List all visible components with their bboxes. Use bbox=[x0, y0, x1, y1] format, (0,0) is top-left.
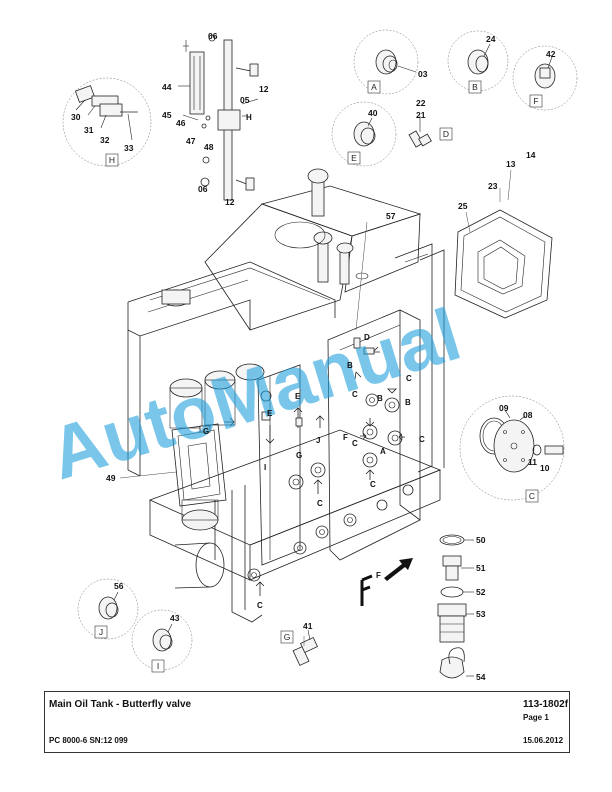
flag-a: A bbox=[380, 447, 386, 456]
callout-54: 54 bbox=[476, 672, 486, 682]
flag-g-1: G bbox=[203, 427, 209, 436]
drawing-date: 15.06.2012 bbox=[523, 736, 564, 745]
detail-g-fitting bbox=[292, 629, 318, 666]
flag-f-view: F bbox=[376, 571, 381, 580]
callout-45: 45 bbox=[162, 110, 172, 120]
flag-c-7: C bbox=[352, 439, 358, 448]
callout-11: 11 bbox=[528, 457, 537, 467]
detail-label-c: C bbox=[529, 491, 535, 501]
page-number: Page 1 bbox=[523, 713, 549, 722]
location-flags: D B C C B B F C A C E E G G J I C C H C … bbox=[203, 113, 425, 610]
callout-43: 43 bbox=[170, 613, 180, 623]
flag-b-3: B bbox=[405, 398, 411, 407]
callout-52: 52 bbox=[476, 587, 486, 597]
callout-23: 23 bbox=[488, 181, 498, 191]
callout-42: 42 bbox=[546, 49, 556, 59]
title-block: Main Oil Tank - Butterfly valve 113-1802… bbox=[44, 691, 570, 753]
flag-c-2: C bbox=[352, 390, 358, 399]
flag-c-6: C bbox=[257, 601, 263, 610]
flag-h: H bbox=[246, 113, 252, 122]
detail-j-plug bbox=[77, 578, 139, 640]
callout-14: 14 bbox=[526, 150, 536, 160]
flag-e-1: E bbox=[295, 392, 301, 401]
detail-label-b: B bbox=[472, 82, 478, 92]
callout-40: 40 bbox=[368, 108, 378, 118]
flag-j: J bbox=[316, 436, 320, 445]
callout-31: 31 bbox=[84, 125, 94, 135]
callout-24: 24 bbox=[486, 34, 496, 44]
detail-label-f: F bbox=[533, 96, 538, 106]
callout-13: 13 bbox=[506, 159, 516, 169]
callout-53: 53 bbox=[476, 609, 486, 619]
callout-33: 33 bbox=[124, 143, 134, 153]
callout-56: 56 bbox=[114, 581, 124, 591]
flag-c-1: C bbox=[406, 374, 412, 383]
detail-label-h: H bbox=[109, 155, 115, 165]
oil-tank-frame bbox=[127, 168, 445, 623]
machine-model: PC 8000-6 SN:12 099 bbox=[49, 736, 128, 745]
detail-h-sight-glass bbox=[62, 77, 152, 167]
document-number: 113-1802f bbox=[523, 699, 569, 710]
sight-glass-assembly bbox=[178, 34, 259, 201]
callout-25: 25 bbox=[458, 201, 468, 211]
flag-f: F bbox=[343, 433, 348, 442]
leader-lines bbox=[119, 169, 512, 646]
callout-06-bottom: 06 bbox=[198, 184, 208, 194]
callout-08: 08 bbox=[523, 410, 533, 420]
callout-49: 49 bbox=[106, 473, 116, 483]
callout-22: 22 bbox=[416, 98, 426, 108]
callout-32: 32 bbox=[100, 135, 110, 145]
detail-label-d: D bbox=[443, 129, 449, 139]
callout-12-top: 12 bbox=[259, 84, 269, 94]
view-direction-f bbox=[360, 558, 413, 606]
callout-21: 21 bbox=[416, 110, 426, 120]
detail-label-j: J bbox=[99, 627, 103, 637]
flange-set bbox=[247, 390, 414, 582]
detail-label-boxes: H A B F E D C J I G bbox=[94, 80, 543, 673]
callout-50: 50 bbox=[476, 535, 486, 545]
detail-label-e: E bbox=[351, 153, 357, 163]
callout-51: 51 bbox=[476, 563, 486, 573]
callout-47: 47 bbox=[186, 136, 196, 146]
callout-44: 44 bbox=[162, 82, 172, 92]
flag-c-4: C bbox=[370, 480, 376, 489]
callout-03: 03 bbox=[418, 69, 428, 79]
flag-i: I bbox=[264, 463, 266, 472]
valve-actuators bbox=[199, 337, 375, 433]
detail-e-plug bbox=[331, 101, 397, 167]
exploded-parts-drawing: AutoManual H A B F E D C J I G 06 44 05 … bbox=[40, 29, 578, 682]
inspection-cover-right bbox=[454, 209, 553, 319]
detail-f-plug bbox=[512, 45, 578, 111]
detail-label-g: G bbox=[284, 632, 291, 642]
detail-a-plug bbox=[353, 29, 419, 95]
detail-c-cover bbox=[459, 395, 565, 501]
callout-48: 48 bbox=[204, 142, 214, 152]
detail-label-i: I bbox=[157, 661, 159, 671]
watermark: AutoManual bbox=[40, 292, 469, 495]
part-callouts: 06 44 05 12 45 46 47 48 06 12 30 31 32 3… bbox=[71, 31, 556, 682]
callout-41: 41 bbox=[303, 621, 313, 631]
detail-label-a: A bbox=[371, 82, 377, 92]
drawing-title: Main Oil Tank - Butterfly valve bbox=[49, 699, 192, 710]
flag-g-2: G bbox=[296, 451, 302, 460]
callout-46: 46 bbox=[176, 118, 186, 128]
callout-30: 30 bbox=[71, 112, 81, 122]
callout-10: 10 bbox=[540, 463, 550, 473]
direction-arrows bbox=[224, 346, 405, 596]
flag-b-1: B bbox=[347, 361, 353, 370]
flag-c-3: C bbox=[419, 435, 425, 444]
callout-09: 09 bbox=[499, 403, 509, 413]
callout-06-top: 06 bbox=[208, 31, 218, 41]
detail-d-fitting bbox=[408, 116, 432, 148]
callout-05: 05 bbox=[240, 95, 250, 105]
fitting-stack bbox=[437, 534, 474, 679]
callout-57: 57 bbox=[386, 211, 396, 221]
flag-b-2: B bbox=[377, 394, 383, 403]
callout-12-bottom: 12 bbox=[225, 197, 235, 207]
flag-e-2: E bbox=[267, 409, 273, 418]
flag-d: D bbox=[364, 333, 370, 342]
flag-c-5: C bbox=[317, 499, 323, 508]
